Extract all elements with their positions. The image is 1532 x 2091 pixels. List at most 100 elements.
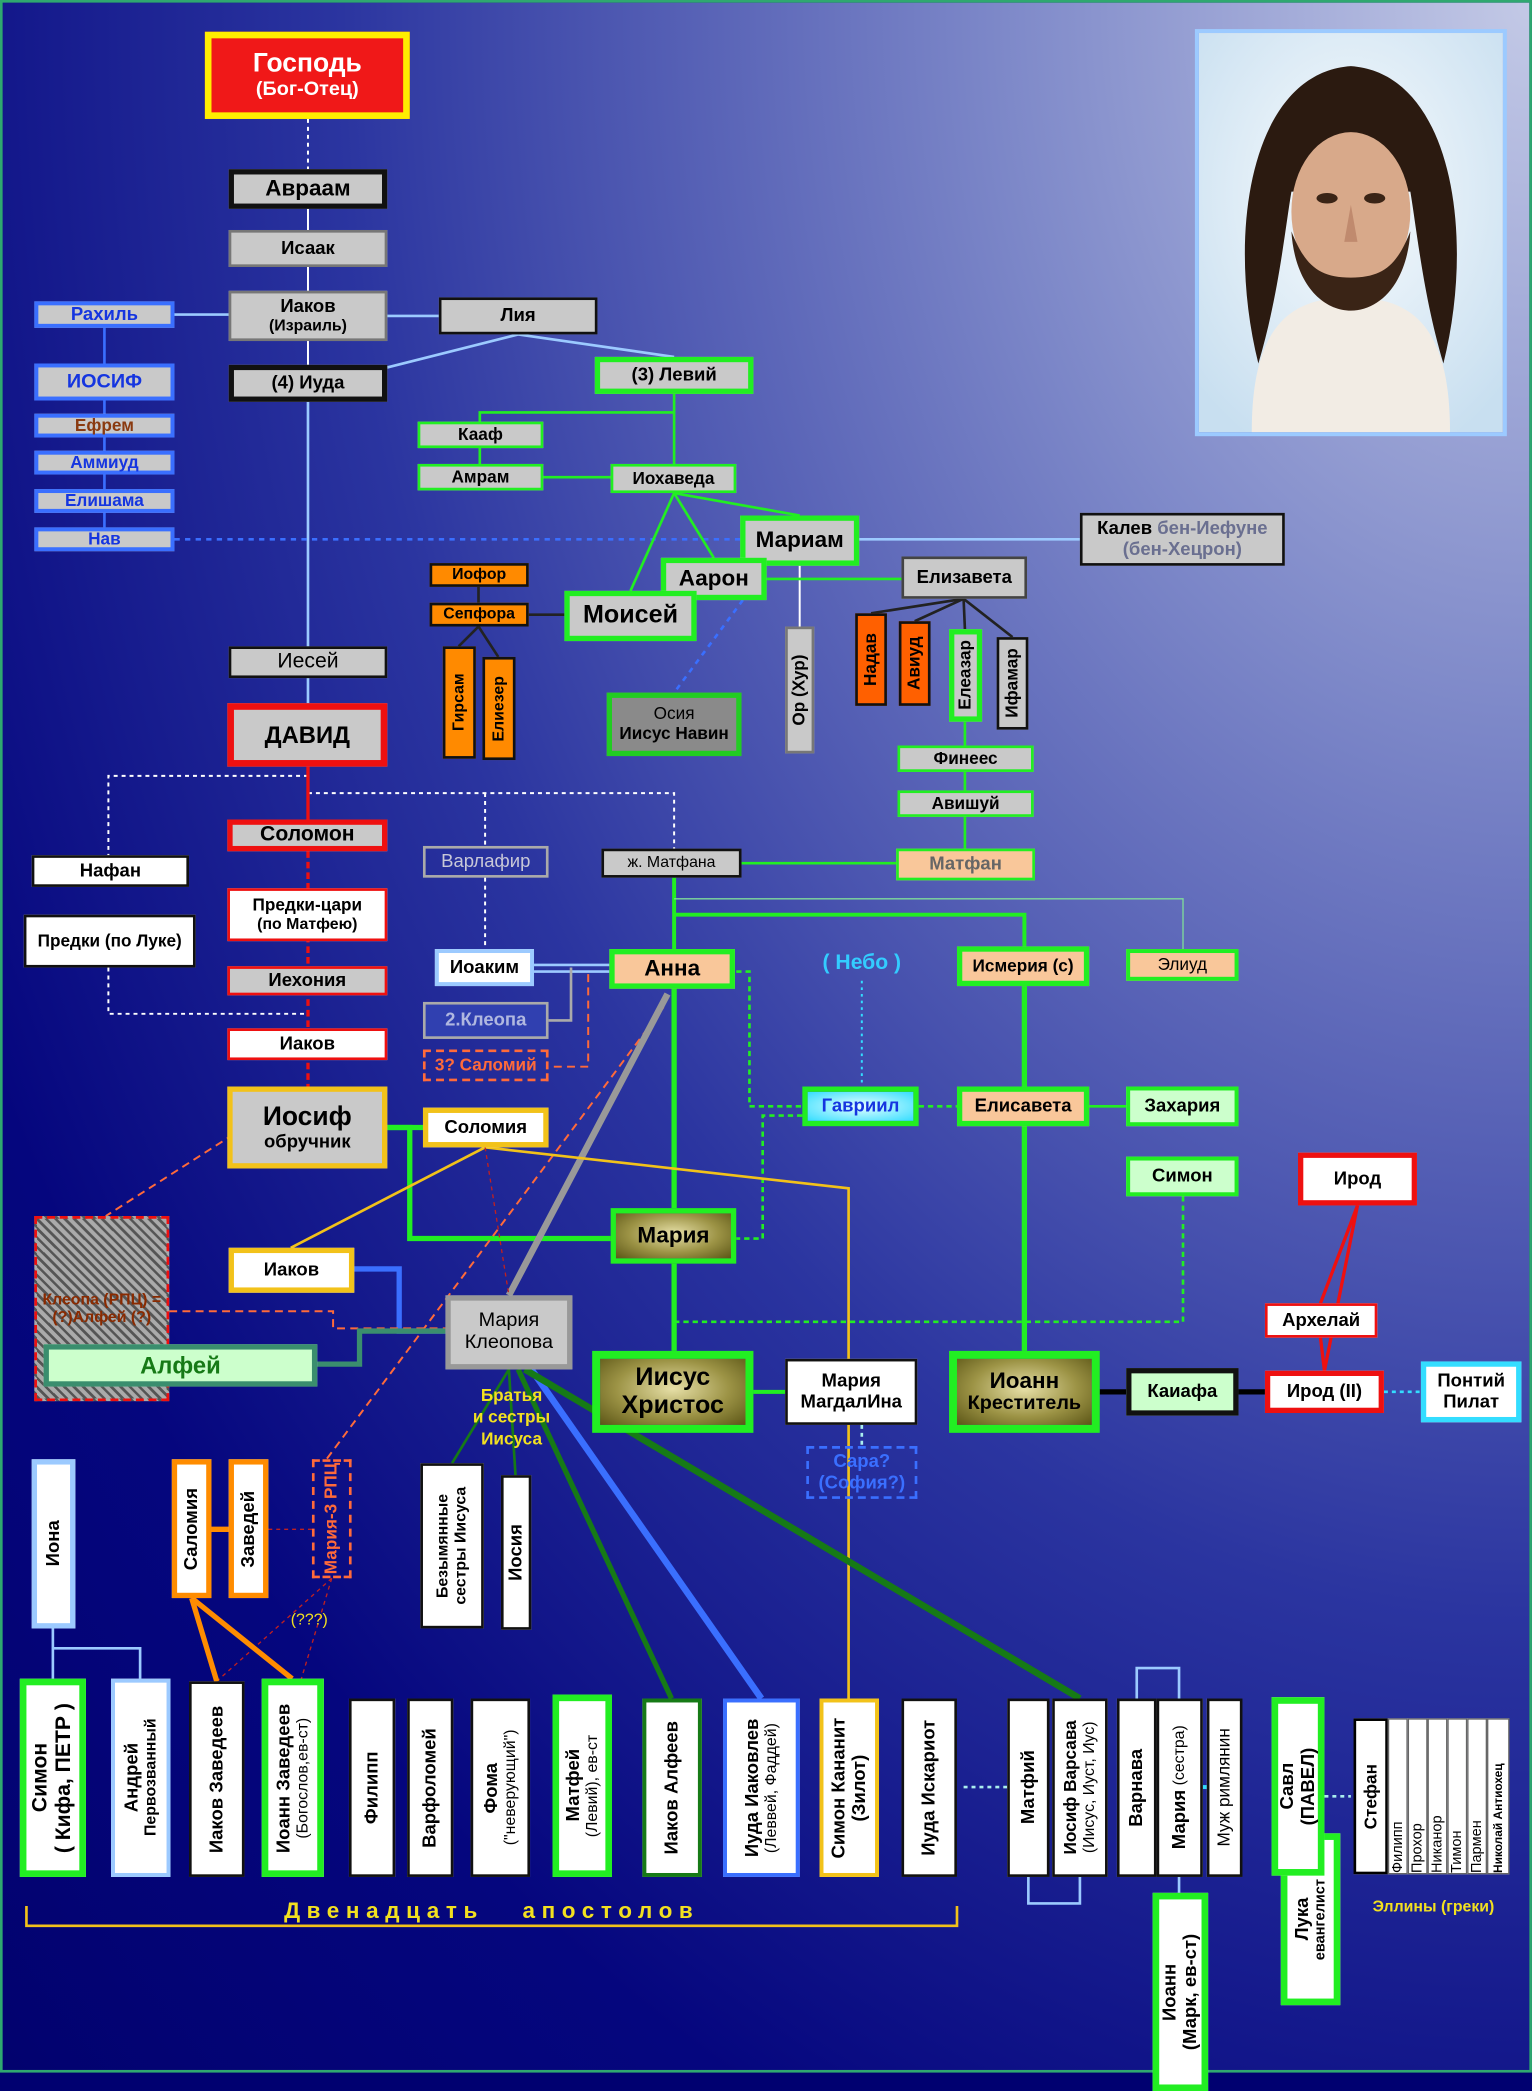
apostle-simon-kananit[interactable]: Симон Кананит(Зилот) <box>819 1698 879 1877</box>
node-eleazar[interactable]: Елеазар <box>949 629 983 722</box>
node-kaiafa[interactable]: Каиафа <box>1126 1368 1239 1416</box>
deacon-parmen[interactable]: Пармен <box>1467 1718 1488 1875</box>
node-salomiya[interactable]: Саломия <box>171 1459 212 1599</box>
deacon-stefan[interactable]: Стефан <box>1353 1718 1388 1875</box>
node-mariya[interactable]: Мария <box>610 1208 737 1264</box>
node-nav[interactable]: Нав <box>34 527 175 552</box>
node-efrem[interactable]: Ефрем <box>34 413 175 438</box>
node-iakov-father[interactable]: Иаков <box>227 1028 388 1061</box>
node-pilat[interactable]: Понтий Пилат <box>1420 1361 1522 1423</box>
node-kaaf[interactable]: Кааф <box>417 421 544 449</box>
node-zahariya[interactable]: Захария <box>1126 1086 1239 1127</box>
node-sepfora[interactable]: Сепфора <box>429 602 529 627</box>
deacon-timon[interactable]: Тимон <box>1447 1718 1468 1875</box>
node-amram[interactable]: Амрам <box>417 463 544 491</box>
node-irod2[interactable]: Ирод (II) <box>1264 1370 1384 1414</box>
node-osiya[interactable]: Осия Иисус Навин <box>606 692 742 757</box>
node-solomiya[interactable]: Соломия <box>422 1107 549 1148</box>
node-iohaveda[interactable]: Иохаведа <box>610 463 737 494</box>
node-varsava[interactable]: Иосиф Варсава(Иисус, Иуст, Иус) <box>1052 1698 1108 1877</box>
node-iehoniya[interactable]: Иехония <box>227 966 388 996</box>
node-arhelay[interactable]: Архелай <box>1264 1303 1378 1338</box>
node-elisaveta[interactable]: Елисавета <box>956 1086 1090 1127</box>
apostle-foma[interactable]: Фома("неверующий") <box>470 1698 531 1877</box>
node-avraam[interactable]: Авраам <box>228 169 388 209</box>
apostle-iakov-zavedeev[interactable]: Иаков Заведеев <box>189 1681 245 1877</box>
deacon-filipp[interactable]: Филипп <box>1387 1718 1408 1875</box>
node-girsam[interactable]: Гирсам <box>442 646 476 759</box>
node-simon-r[interactable]: Симон <box>1126 1156 1239 1197</box>
node-eliud[interactable]: Элиуд <box>1126 949 1239 981</box>
apostle-matfey[interactable]: Матфей(Левий), ев-ст <box>552 1694 612 1877</box>
node-ioakim[interactable]: Иоаким <box>434 949 535 987</box>
node-iakov-israil[interactable]: Иаков (Израиль) <box>228 290 388 342</box>
node-ifamar[interactable]: Ифамар <box>996 637 1029 730</box>
node-iosif-obruchnik[interactable]: Иосиф обручник <box>227 1086 388 1169</box>
node-iofor[interactable]: Иофор <box>429 563 529 587</box>
deacon-nikanor[interactable]: Никанор <box>1427 1718 1448 1875</box>
node-nafan[interactable]: Нафан <box>31 855 190 887</box>
node-sara[interactable]: Сара? (София?) <box>806 1446 918 1499</box>
apostle-filipp[interactable]: Филипп <box>348 1698 396 1877</box>
node-rahil[interactable]: Рахиль <box>34 301 175 328</box>
apostle-ioann-zavedeev[interactable]: Иоанн Заведеев(Богослов,ев-ст) <box>261 1678 324 1877</box>
apostle-iuda-iskariot[interactable]: Иуда Искариот <box>901 1698 957 1877</box>
apostle-simon-petr[interactable]: Симон( Кифа, ПЕТР ) <box>19 1678 86 1877</box>
node-zh-matfana[interactable]: ж. Матфана <box>601 848 742 878</box>
node-predki-luka[interactable]: Предки (по Луке) <box>23 914 196 968</box>
node-finees[interactable]: Финеес <box>897 745 1034 772</box>
node-elishama[interactable]: Елишама <box>34 489 175 513</box>
node-mariam[interactable]: Мариам <box>740 515 860 566</box>
node-iona[interactable]: Иона <box>31 1459 76 1629</box>
node-eliezer[interactable]: Елиезер <box>482 656 516 761</box>
node-gavriil[interactable]: Гавриил <box>802 1086 919 1127</box>
node-varnava[interactable]: Варнава <box>1116 1698 1157 1877</box>
node-iakov2[interactable]: Иаков <box>228 1247 355 1293</box>
node-matfiy[interactable]: Матфий <box>1007 1698 1050 1877</box>
node-salomiy3[interactable]: 3? Саломий <box>422 1049 549 1082</box>
node-ioann-mark[interactable]: Иоанн(Марк, ев-ст) <box>1152 1892 1209 2091</box>
apostle-varfolomey[interactable]: Варфоломей <box>407 1698 454 1877</box>
node-nadav[interactable]: Надав <box>855 613 887 706</box>
node-aviud[interactable]: Авиуд <box>898 621 931 706</box>
node-solomon[interactable]: Соломон <box>227 819 388 852</box>
node-david[interactable]: ДАВИД <box>227 703 388 767</box>
node-magdalina[interactable]: Мария МагдалИна <box>785 1358 918 1425</box>
node-predki-cari[interactable]: Предки-цари (по Матфею) <box>227 888 388 942</box>
node-alfey[interactable]: Алфей <box>43 1344 318 1387</box>
apostle-iuda-iakovlev[interactable]: Иуда Иаковлев(Леввей, Фаддей) <box>723 1698 800 1877</box>
node-ismeriya[interactable]: Исмерия (с) <box>956 946 1090 987</box>
node-avishuy[interactable]: Авишуй <box>897 790 1034 817</box>
node-elizaveta-old[interactable]: Елизавета <box>901 556 1028 599</box>
node-mariya3[interactable]: Мария-3 РПЦ <box>311 1459 352 1579</box>
node-gospod[interactable]: Господь (Бог-Отец) <box>204 31 410 119</box>
node-sestry[interactable]: Безымянные сестры Иисуса <box>420 1463 484 1629</box>
node-zavedey[interactable]: Заведей <box>228 1459 269 1599</box>
apostle-iakov-alfeev[interactable]: Иаков Алфеев <box>642 1698 702 1877</box>
node-liya[interactable]: Лия <box>438 297 598 335</box>
node-iosiya[interactable]: Иосия <box>500 1475 532 1630</box>
node-anna[interactable]: Анна <box>609 949 735 989</box>
deacon-prohor[interactable]: Прохор <box>1407 1718 1428 1875</box>
node-matfan[interactable]: Матфан <box>896 848 1035 881</box>
node-iuda[interactable]: (4) Иуда <box>228 364 388 402</box>
node-muzh-rimlyanin[interactable]: Муж римлянин <box>1206 1698 1243 1877</box>
node-savl-pavel[interactable]: Савл(ПАВЕЛ) <box>1271 1697 1325 1876</box>
node-varlafir[interactable]: Варлафир <box>422 845 549 878</box>
node-kalev[interactable]: Калев бен-Иефуне (бен-Хецрон) <box>1079 512 1285 566</box>
node-iesey[interactable]: Иесей <box>228 646 388 679</box>
deacon-nikolay[interactable]: Николай Антиохец <box>1487 1718 1510 1875</box>
node-ammiud[interactable]: Аммиуд <box>34 450 175 475</box>
node-mariya-sestra[interactable]: Мария (сестра) <box>1156 1698 1203 1877</box>
node-ioann-krestitel[interactable]: Иоанн Креститель <box>949 1350 1100 1433</box>
node-moisey[interactable]: Моисей <box>564 590 697 642</box>
node-iosif-old[interactable]: ИОСИФ <box>34 363 175 401</box>
node-irod[interactable]: Ирод <box>1298 1152 1417 1206</box>
node-mariya-kleopova[interactable]: Мария Клеопова <box>445 1295 573 1370</box>
node-or[interactable]: Ор (Хур) <box>785 626 815 754</box>
node-leviy[interactable]: (3) Левий <box>594 356 754 394</box>
node-isaak[interactable]: Исаак <box>228 229 388 268</box>
node-kleopa2[interactable]: 2.Клеопа <box>422 1001 549 1039</box>
node-iisus[interactable]: Иисус Христос <box>592 1350 754 1433</box>
